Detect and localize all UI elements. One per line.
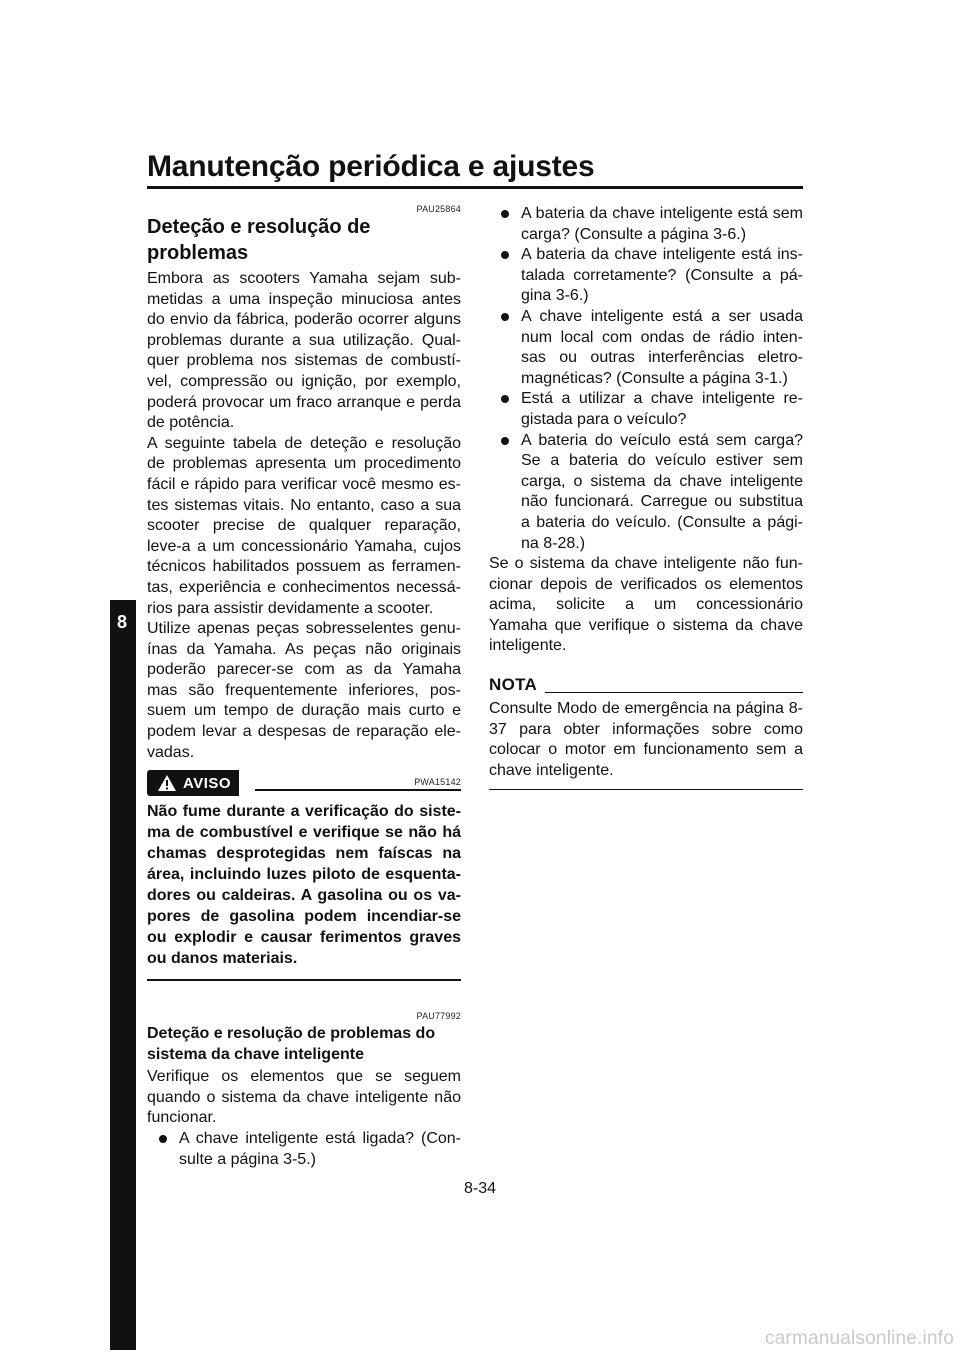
left-column: PAU25864 Deteção e resolução de problema… bbox=[147, 204, 461, 1170]
bullet-icon bbox=[159, 1135, 167, 1144]
list-item: A bateria do veículo está sem carga? Se … bbox=[489, 431, 803, 555]
right-column: A bateria da chave inteligente está sem … bbox=[489, 204, 803, 791]
bullet-icon bbox=[501, 251, 509, 260]
bullet-icon bbox=[501, 210, 509, 218]
check-list: A bateria da chave inteligente está sem … bbox=[489, 204, 803, 554]
list-item: A chave inteligente está a ser usada num… bbox=[489, 307, 803, 389]
warning-label: AVISO bbox=[183, 774, 232, 792]
intro-paragraph: Utilize apenas peças sobresselentes genu… bbox=[147, 620, 461, 761]
page-number: 8-34 bbox=[463, 1180, 497, 1197]
chapter-number: 8 bbox=[116, 612, 127, 632]
note-body: Consulte Modo de emergência na página 8-… bbox=[489, 699, 803, 791]
intro-paragraph: Embora as scooters Yamaha sejam sub-meti… bbox=[147, 270, 461, 432]
list-item: A bateria da chave inteligente está ins-… bbox=[489, 245, 803, 307]
warning-triangle-icon bbox=[158, 775, 176, 792]
warning-rule bbox=[255, 789, 461, 792]
closing-paragraph: Se o sistema da chave inteligente não fu… bbox=[489, 555, 803, 655]
warning-header: AVISO bbox=[147, 769, 461, 797]
page-title: Manutenção periódica e ajustes bbox=[147, 150, 595, 183]
warning-badge: AVISO bbox=[147, 770, 240, 797]
list-item-text: A chave inteligente está ligada? (Con-su… bbox=[179, 1130, 461, 1168]
bullet-icon bbox=[501, 436, 509, 445]
note-rule bbox=[545, 692, 803, 694]
list-item-text: A chave inteligente está a ser usada num… bbox=[521, 307, 803, 387]
title-rule bbox=[147, 186, 803, 189]
list-item-text: Está a utilizar a chave inteligente re-g… bbox=[521, 390, 803, 428]
list-item: A chave inteligente está ligada? (Con-su… bbox=[147, 1129, 461, 1170]
chapter-tab bbox=[110, 600, 136, 1350]
note-header: NOTA bbox=[489, 673, 803, 695]
subsection-code: PAU77992 bbox=[416, 1011, 461, 1022]
list-item: Está a utilizar a chave inteligente re-g… bbox=[489, 389, 803, 430]
list-item: A bateria da chave inteligente está sem … bbox=[489, 204, 803, 245]
bullet-icon bbox=[501, 395, 509, 404]
note-label: NOTA bbox=[489, 675, 538, 695]
check-list: A chave inteligente está ligada? (Con-su… bbox=[147, 1129, 461, 1170]
section-title: Deteção e resolução de problemas bbox=[147, 216, 371, 264]
section-code: PAU25864 bbox=[416, 204, 461, 214]
list-item-text: A bateria da chave inteligente está ins-… bbox=[521, 246, 803, 305]
intro-paragraph: A seguinte tabela de deteção e resolução… bbox=[147, 434, 461, 617]
note-text: Consulte Modo de emergência na página 8-… bbox=[489, 700, 803, 779]
list-item-text: A bateria do veículo está sem carga? Se … bbox=[521, 431, 803, 552]
warning-code: PWA15142 bbox=[414, 777, 461, 788]
subsection-title: Deteção e resolução de problemas do sist… bbox=[147, 1025, 436, 1064]
list-item-text: A bateria da chave inteligente está sem … bbox=[521, 205, 803, 243]
watermark: carmanualsonline.info bbox=[764, 1328, 954, 1349]
bullet-icon bbox=[501, 312, 509, 321]
subsection-intro: Verifique os elementos que se seguem qua… bbox=[147, 1068, 461, 1127]
warning-text: Não fume durante a verificação do siste-… bbox=[147, 801, 461, 982]
